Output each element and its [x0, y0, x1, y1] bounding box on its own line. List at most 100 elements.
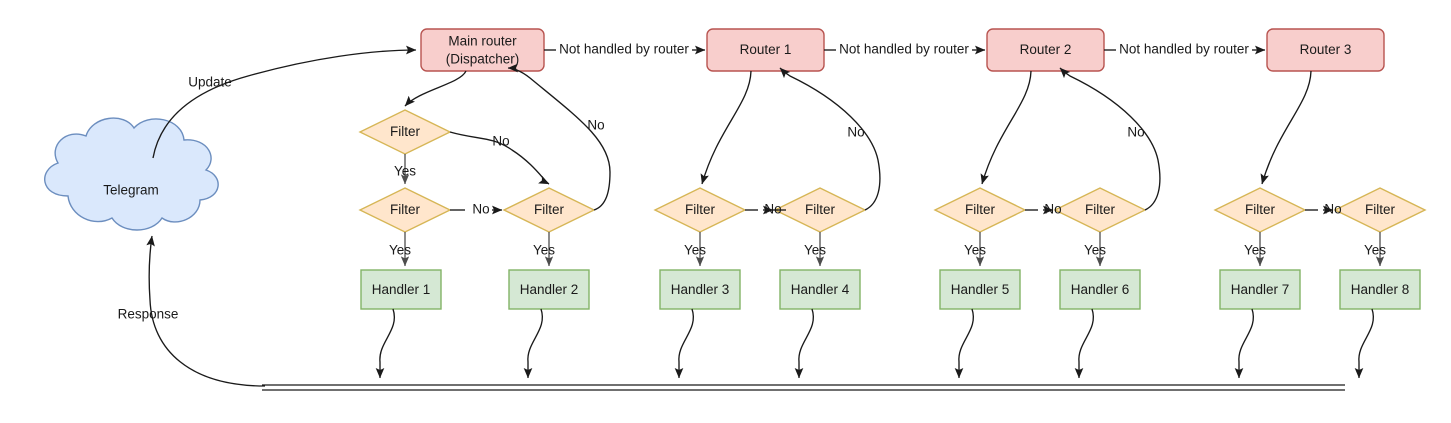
handler-1-node[interactable]: Handler 1 — [360, 269, 442, 310]
yes-label-7: Yes — [1244, 243, 1266, 258]
yes-label-a: Yes — [394, 164, 416, 179]
router-chain-connector-2-to-3: Not handled by router — [1104, 42, 1266, 57]
not-handled-label-2: Not handled by router — [839, 42, 969, 57]
telegram-source-node[interactable]: Telegram — [44, 117, 219, 231]
handler-8-label: Handler 8 — [1351, 282, 1410, 297]
edge-handler-8-to-bus — [1354, 308, 1375, 379]
filter-1-node[interactable]: Filter — [358, 187, 452, 233]
filter-7-label: Filter — [1245, 202, 1276, 217]
filter-4-node[interactable]: Filter — [773, 187, 867, 233]
router-3-node[interactable]: Router 3 — [1266, 28, 1385, 72]
router-chain-connector-1-to-2: Not handled by router — [824, 42, 986, 57]
response-bus — [262, 384, 1345, 391]
handler-2-node[interactable]: Handler 2 — [508, 269, 590, 310]
edge-handler-3-to-bus — [674, 308, 695, 379]
yes-label-8: Yes — [1364, 243, 1386, 258]
handler-7-box — [1219, 269, 1301, 310]
edge-filter-5-yes: Yes — [964, 232, 986, 267]
filter-a-node[interactable]: Filter — [358, 109, 452, 155]
handler-1-label: Handler 1 — [372, 282, 431, 297]
edge-filter-1-no: No — [450, 202, 503, 217]
filter-a-label: Filter — [390, 124, 421, 139]
update-label: Update — [188, 75, 232, 90]
filter-8-node[interactable]: Filter — [1333, 187, 1427, 233]
yes-label-1: Yes — [389, 243, 411, 258]
response-label: Response — [118, 307, 179, 322]
no-label-2: No — [587, 118, 604, 133]
edge-filter-8-yes: Yes — [1364, 232, 1386, 267]
handler-4-node[interactable]: Handler 4 — [779, 269, 861, 310]
filter-1-label: Filter — [390, 202, 421, 217]
edge-filter-a-yes: Yes — [394, 154, 416, 185]
router-2-node[interactable]: Router 2 — [986, 28, 1105, 72]
yes-label-2: Yes — [533, 243, 555, 258]
update-edge: Update — [152, 45, 417, 159]
no-label-3: No — [764, 202, 781, 217]
filter-2-label: Filter — [534, 202, 565, 217]
main-router-node[interactable]: Main router (Dispatcher) — [420, 28, 545, 72]
edge-handler-2-to-bus — [523, 308, 544, 379]
handler-3-label: Handler 3 — [671, 282, 730, 297]
handler-2-box — [508, 269, 590, 310]
edge-filter-5-no: No — [1025, 202, 1062, 217]
handler-3-node[interactable]: Handler 3 — [659, 269, 741, 310]
yes-label-3: Yes — [684, 243, 706, 258]
edge-handler-6-to-bus — [1074, 308, 1095, 379]
filter-5-node[interactable]: Filter — [933, 187, 1027, 233]
edge-filter-1-yes: Yes — [389, 232, 411, 267]
filter-2-node[interactable]: Filter — [502, 187, 596, 233]
handler-8-node[interactable]: Handler 8 — [1339, 269, 1421, 310]
main-router-label-line2: (Dispatcher) — [446, 52, 520, 67]
handler-4-box — [779, 269, 861, 310]
telegram-label: Telegram — [103, 183, 159, 198]
filter-3-label: Filter — [685, 202, 716, 217]
no-label-7: No — [1324, 202, 1341, 217]
router-chain-connector-main-to-1: Not handled by router — [544, 42, 706, 57]
edge-handler-5-to-bus — [954, 308, 975, 379]
handler-3-box — [659, 269, 741, 310]
handler-6-node[interactable]: Handler 6 — [1059, 269, 1141, 310]
edge-filter-7-yes: Yes — [1244, 232, 1266, 267]
edge-filter-7-no: No — [1305, 202, 1342, 217]
handler-4-label: Handler 4 — [791, 282, 850, 297]
edge-filter-6-no-return: No — [1059, 67, 1161, 211]
filter-6-node[interactable]: Filter — [1053, 187, 1147, 233]
edge-filter-3-no: No — [745, 202, 786, 217]
filter-7-node[interactable]: Filter — [1213, 187, 1307, 233]
edge-handler-7-to-bus — [1234, 308, 1255, 379]
not-handled-label-1: Not handled by router — [559, 42, 689, 57]
edge-router-2-to-filter-5 — [980, 70, 1032, 185]
filter-3-node[interactable]: Filter — [653, 187, 747, 233]
no-label-1: No — [472, 202, 489, 217]
not-handled-label-3: Not handled by router — [1119, 42, 1249, 57]
edge-router-1-to-filter-3 — [700, 70, 752, 185]
edge-filter-3-yes: Yes — [684, 232, 706, 267]
edge-filter-2-no-return: No — [507, 63, 611, 211]
no-label-a: No — [492, 134, 509, 149]
handler-5-node[interactable]: Handler 5 — [939, 269, 1021, 310]
handler-7-node[interactable]: Handler 7 — [1219, 269, 1301, 310]
filter-5-label: Filter — [965, 202, 996, 217]
router-1-label: Router 1 — [740, 42, 792, 57]
router-1-node[interactable]: Router 1 — [706, 28, 825, 72]
router-3-box — [1266, 28, 1385, 72]
edge-handler-1-to-bus — [375, 308, 396, 379]
yes-label-6: Yes — [1084, 243, 1106, 258]
filter-4-label: Filter — [805, 202, 836, 217]
router-3-label: Router 3 — [1300, 42, 1352, 57]
handler-2-label: Handler 2 — [520, 282, 579, 297]
edge-filter-6-yes: Yes — [1084, 232, 1106, 267]
edge-filter-4-no-return: No — [779, 67, 881, 211]
no-label-4: No — [847, 125, 864, 140]
edge-main-router-to-filter-a — [404, 70, 467, 107]
router-2-label: Router 2 — [1020, 42, 1072, 57]
edge-filter-a-no: No — [449, 131, 550, 185]
handler-7-label: Handler 7 — [1231, 282, 1290, 297]
handler-1-box — [360, 269, 442, 310]
edge-router-3-to-filter-7 — [1260, 70, 1312, 185]
handler-8-box — [1339, 269, 1421, 310]
handler-6-box — [1059, 269, 1141, 310]
edge-handler-4-to-bus — [794, 308, 815, 379]
